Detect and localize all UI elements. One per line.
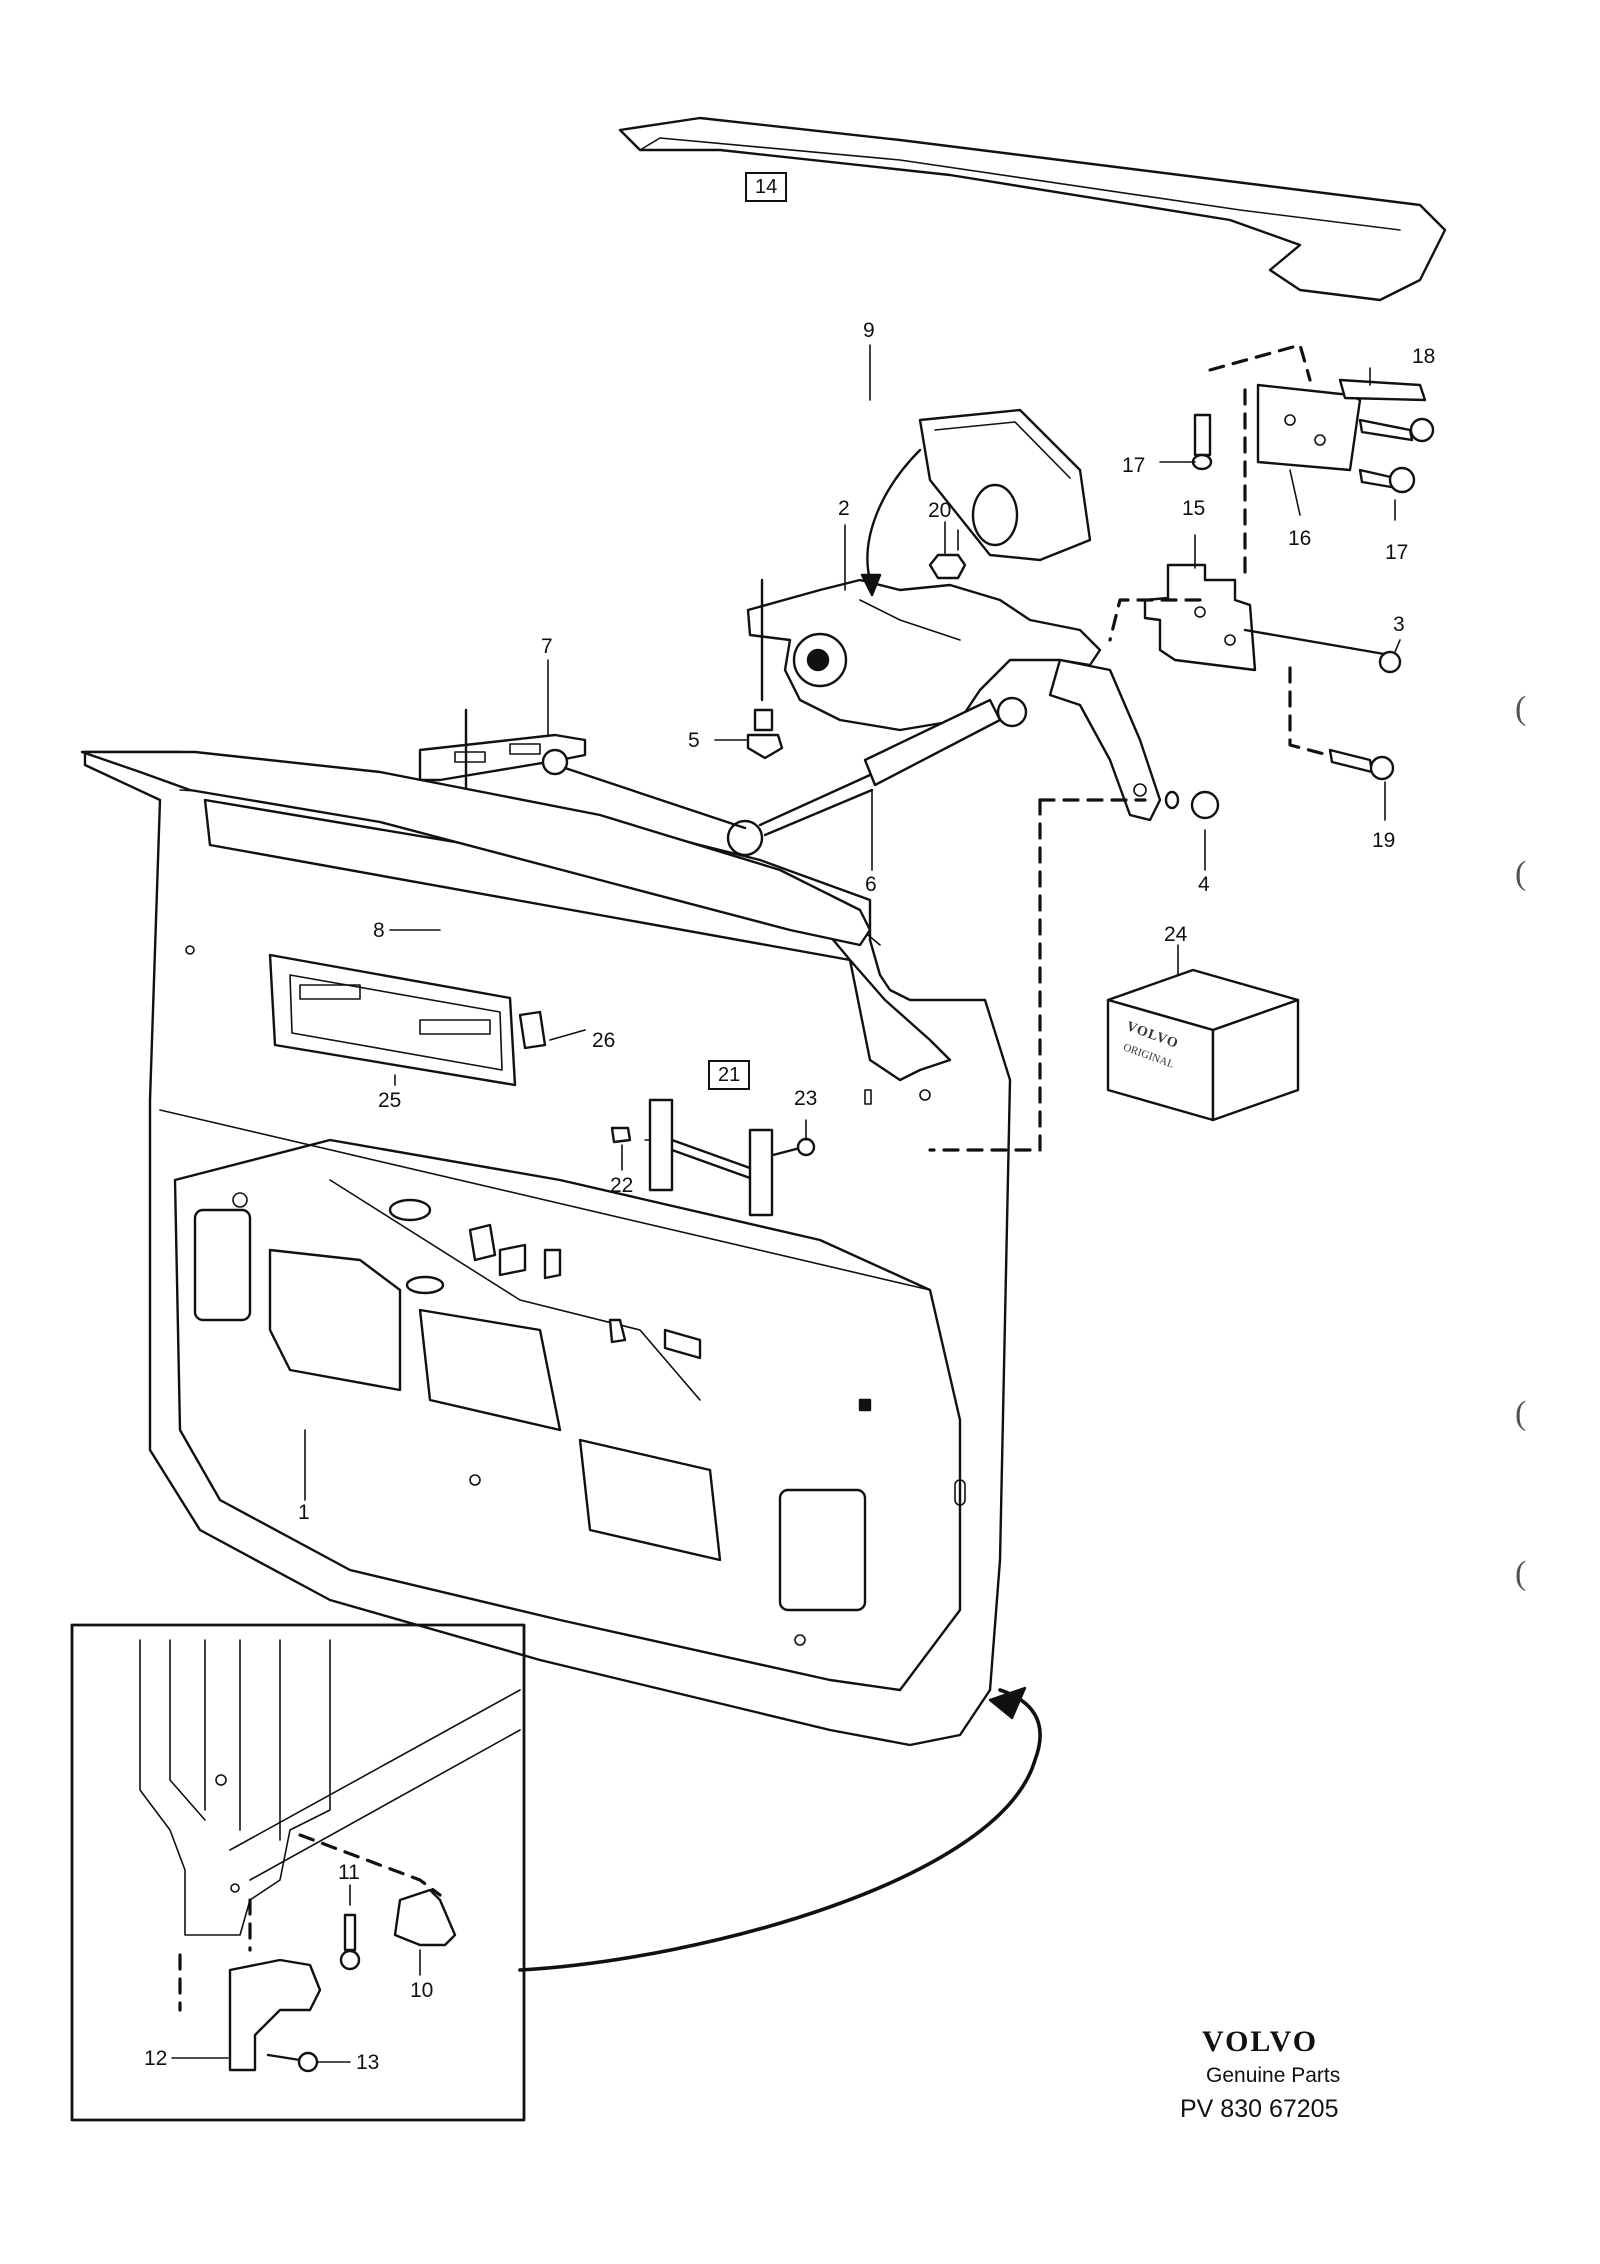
spoiler-part-14	[618, 116, 1447, 302]
screw-part-19	[1328, 748, 1395, 781]
screw-part-18	[1358, 417, 1435, 443]
spoiler-bracket-part-16	[1256, 378, 1427, 472]
tailgate-top-trim	[80, 750, 872, 955]
bracket-part-7	[418, 733, 747, 830]
callout-6: 6	[865, 873, 877, 896]
callout-11: 11	[338, 1861, 360, 1884]
callout-18: 18	[1412, 345, 1436, 368]
hinge-plate-part-15	[1143, 563, 1257, 672]
margin-mark: (	[1515, 1555, 1527, 1592]
callout-15: 15	[1182, 497, 1206, 520]
leader-lines	[304, 344, 1401, 1501]
callout-9-top: 9	[863, 319, 875, 342]
hinge-assembly-part-2	[746, 578, 1162, 822]
callout-23: 23	[794, 1087, 818, 1110]
part-code-text: PV 830 67205	[1180, 2095, 1339, 2123]
callout-26: 26	[592, 1029, 616, 1052]
detail-inset	[70, 1623, 526, 2122]
genuine-parts-text: Genuine Parts	[1206, 2064, 1341, 2087]
callout-7: 7	[541, 635, 553, 658]
callout-20: 20	[928, 499, 952, 522]
screw-part-17-right	[1358, 466, 1416, 494]
screw-part-4	[1164, 790, 1220, 820]
screw-part-3	[1243, 628, 1402, 674]
nut-part-20	[928, 553, 967, 580]
callout-12: 12	[144, 2047, 168, 2070]
tailgate-panel-part-1	[83, 750, 1012, 1747]
gas-strut-part-6	[726, 696, 1028, 857]
callout-22: 22	[610, 1174, 634, 1197]
callout-2: 2	[838, 497, 850, 520]
callout-17-left: 17	[1122, 454, 1146, 477]
margin-mark: (	[1515, 690, 1527, 727]
callout-19: 19	[1372, 829, 1396, 852]
margin-mark: (	[1515, 855, 1527, 892]
screw-part-17-left	[1191, 413, 1213, 471]
callout-13: 13	[356, 2051, 380, 2074]
bolt-part-5	[746, 578, 784, 760]
callout-24: 24	[1164, 923, 1188, 946]
callout-25: 25	[378, 1089, 402, 1112]
nut-part-22	[610, 1126, 632, 1144]
bracket-set-part-21	[648, 1098, 774, 1217]
callout-4: 4	[1198, 873, 1210, 896]
callout-10: 10	[410, 1979, 434, 2002]
trim-strip-part-25	[268, 953, 517, 1087]
rotation-arrow	[860, 448, 922, 597]
callout-5: 5	[688, 729, 700, 752]
detail-reference-arrow	[518, 1686, 1042, 1972]
callout-16: 16	[1288, 527, 1312, 550]
dashed-connectors	[928, 343, 1330, 1152]
callout-3: 3	[1393, 613, 1405, 636]
volvo-logo-text: VOLVO	[1202, 2025, 1319, 2058]
accessory-kit-box-part-24	[1106, 968, 1300, 1122]
callout-8: 8	[373, 919, 385, 942]
margin-mark: (	[1515, 1395, 1527, 1432]
hinge-pad-part-9	[918, 408, 1092, 562]
clip-part-26	[518, 1010, 547, 1050]
callout-1: 1	[298, 1501, 310, 1524]
callout-box-14: 14	[745, 172, 788, 202]
callout-box-21: 21	[708, 1060, 751, 1090]
callout-17-right: 17	[1385, 541, 1409, 564]
